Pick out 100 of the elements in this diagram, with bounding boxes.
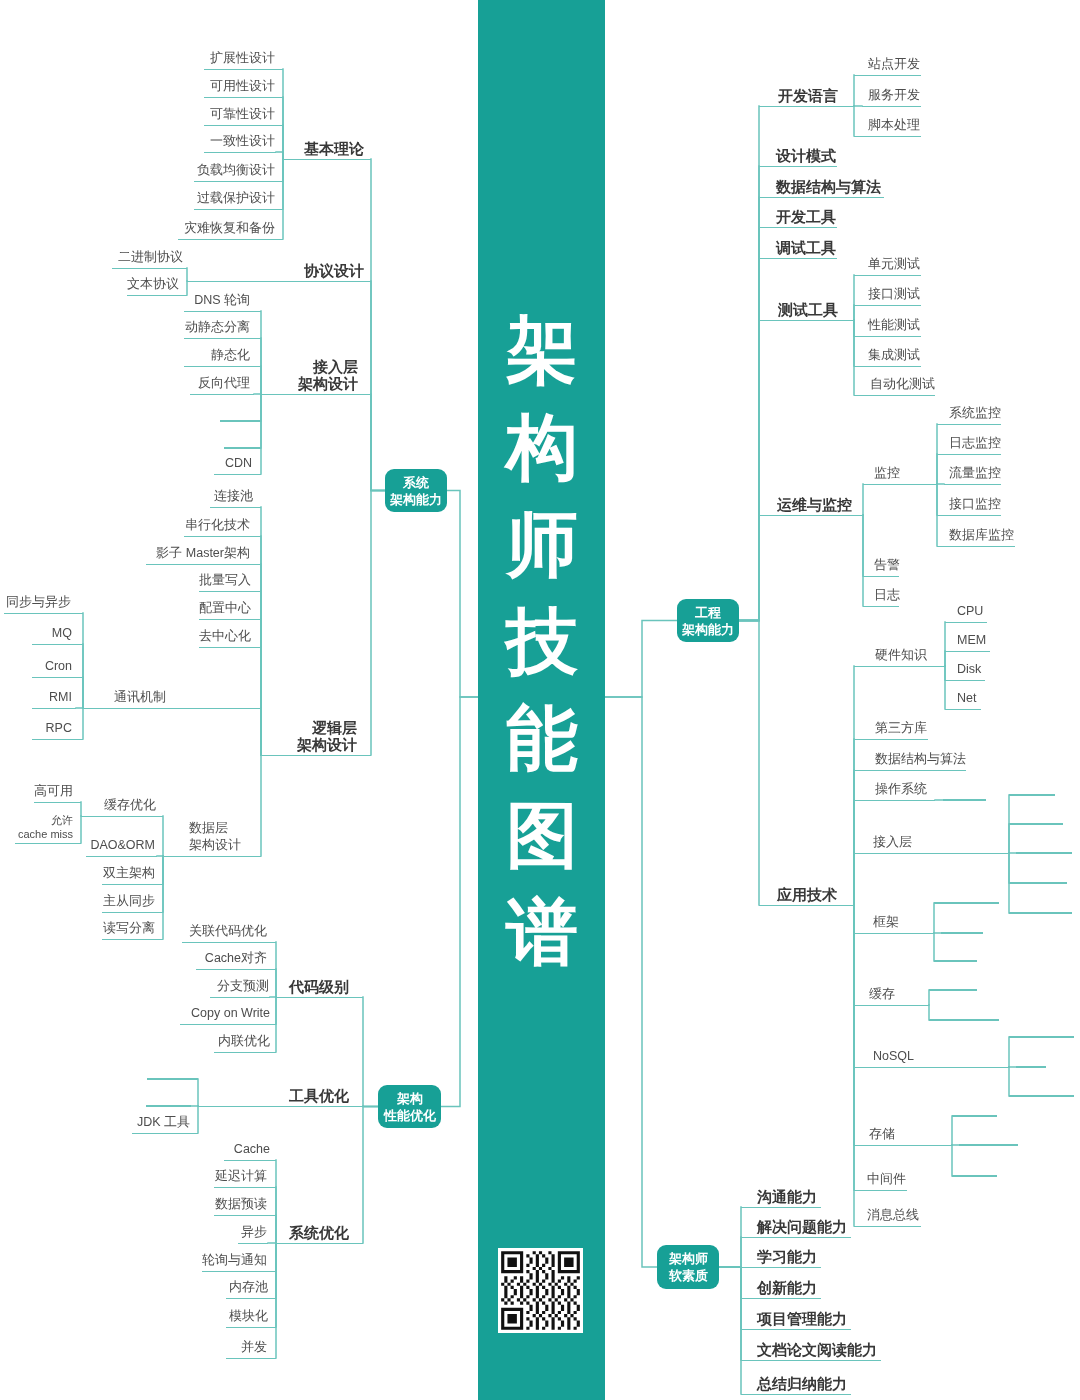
subtopic-label: 灾难恢复和备份 bbox=[178, 219, 283, 240]
subtopic-label: NoSQL bbox=[854, 1047, 1009, 1068]
connector-line bbox=[1008, 1036, 1010, 1068]
subtopic-label: 去中心化 bbox=[199, 627, 261, 648]
subtopic-label: 同步与异步 bbox=[4, 593, 83, 614]
subtopic-label: 站点开发 bbox=[854, 55, 921, 76]
topic-label: 工具优化 bbox=[198, 1086, 363, 1107]
title-text: 架构师技能图谱 bbox=[503, 309, 579, 974]
connector-line bbox=[75, 707, 84, 709]
subtopic-label: 允许 cache miss bbox=[15, 812, 81, 844]
connector-line bbox=[853, 304, 855, 321]
connector-line bbox=[82, 707, 84, 740]
branch-line bbox=[934, 902, 999, 904]
subtopic-label: 缓存 bbox=[854, 985, 929, 1006]
branch-line bbox=[952, 1115, 997, 1117]
connector-line bbox=[260, 707, 262, 756]
subtopic-label: 扩展性设计 bbox=[204, 49, 283, 70]
branch-line bbox=[1009, 1095, 1074, 1097]
connector-line bbox=[275, 996, 277, 1053]
branch-line bbox=[929, 989, 977, 991]
connector-line bbox=[253, 393, 262, 395]
topic-box: 工程架构能力 bbox=[677, 599, 739, 642]
branch-line bbox=[943, 799, 986, 801]
connector-line bbox=[260, 365, 262, 395]
subtopic-label: RMI bbox=[32, 688, 76, 709]
topic-label: 沟通能力 bbox=[741, 1187, 821, 1208]
topic-label: 设计模式 bbox=[759, 146, 837, 167]
connector-line bbox=[944, 665, 946, 710]
connector-line bbox=[853, 319, 855, 396]
connector-line bbox=[186, 280, 188, 296]
branch-line bbox=[959, 1144, 1018, 1146]
subtopic-label: 框架 bbox=[854, 913, 934, 934]
connector-line bbox=[80, 815, 82, 844]
branch-line bbox=[224, 447, 261, 449]
subtopic-label: DAO&ORM bbox=[86, 836, 157, 857]
branch-line bbox=[934, 960, 977, 962]
subtopic-label: 影子 Master架构 bbox=[146, 544, 261, 565]
subtopic-label: 脚本处理 bbox=[854, 116, 921, 137]
connector-line bbox=[933, 932, 942, 934]
topic-box: 架构性能优化 bbox=[378, 1085, 441, 1128]
branch-line bbox=[1009, 1036, 1074, 1038]
connector-line bbox=[928, 989, 930, 1006]
subtopic-label: 过载保护设计 bbox=[194, 189, 283, 210]
subtopic-label: 批量写入 bbox=[199, 571, 261, 592]
branch-line bbox=[1009, 912, 1072, 914]
subtopic-label: 消息总线 bbox=[854, 1206, 921, 1227]
connector-line bbox=[440, 696, 479, 1108]
subtopic-label: Disk bbox=[945, 660, 985, 681]
connector-line bbox=[862, 514, 864, 607]
subtopic-label: 静态化 bbox=[184, 346, 261, 367]
connector-line bbox=[162, 815, 164, 857]
subtopic-label: Cron bbox=[32, 657, 83, 678]
connector-line bbox=[951, 1144, 960, 1146]
subtopic-label: 关联代码优化 bbox=[182, 922, 276, 943]
branch-line bbox=[1016, 1066, 1046, 1068]
subtopic-label: Cache对齐 bbox=[196, 949, 276, 970]
connector-line bbox=[186, 267, 188, 282]
connector-line bbox=[933, 902, 935, 934]
subtopic-label: 可用性设计 bbox=[204, 77, 283, 98]
subtopic-label: 操作系统 bbox=[854, 780, 935, 801]
subtopic-label: MQ bbox=[32, 624, 83, 645]
subtopic-label: 接口监控 bbox=[937, 495, 1001, 516]
connector-line bbox=[1008, 852, 1010, 914]
subtopic-label: 数据层架构设计 bbox=[163, 819, 261, 857]
subtopic-label: 双主架构 bbox=[102, 864, 163, 885]
topic-label: 协议设计 bbox=[187, 261, 371, 282]
branch-line bbox=[1016, 852, 1072, 854]
subtopic-label: Copy on Write bbox=[180, 1004, 276, 1025]
connector-line bbox=[197, 1078, 199, 1107]
connector-line bbox=[370, 489, 386, 756]
connector-line bbox=[282, 158, 284, 240]
subtopic-label: 一致性设计 bbox=[204, 132, 276, 153]
branch-line bbox=[1009, 794, 1055, 796]
subtopic-label: 服务开发 bbox=[862, 86, 921, 107]
topic-box: 系统架构能力 bbox=[385, 469, 447, 512]
connector-line bbox=[862, 483, 864, 516]
connector-line bbox=[951, 1144, 953, 1177]
subtopic-label: RPC bbox=[32, 719, 83, 740]
connector-line bbox=[944, 650, 946, 667]
subtopic-label: 内存池 bbox=[226, 1278, 276, 1299]
connector-line bbox=[1008, 852, 1017, 854]
subtopic-label: 并发 bbox=[226, 1338, 276, 1359]
connector-line bbox=[275, 1214, 277, 1244]
subtopic-label: 硬件知识 bbox=[854, 646, 945, 667]
connector-line bbox=[1008, 1066, 1010, 1097]
connector-line bbox=[718, 1266, 742, 1395]
connector-line bbox=[934, 799, 944, 801]
subtopic-label: 通讯机制 bbox=[83, 688, 261, 709]
connector-line bbox=[933, 932, 935, 962]
branch-line bbox=[941, 932, 983, 934]
subtopic-label: 中间件 bbox=[854, 1170, 907, 1191]
branch-line bbox=[1009, 882, 1067, 884]
topic-label: 应用技术 bbox=[759, 885, 854, 906]
subtopic-label: 监控 bbox=[863, 464, 937, 485]
topic-label: 系统优化 bbox=[276, 1223, 363, 1244]
connector-line bbox=[738, 619, 760, 906]
connector-line bbox=[82, 676, 84, 709]
subtopic-label: 读写分离 bbox=[102, 919, 163, 940]
connector-line bbox=[156, 855, 164, 857]
subtopic-label: Cache bbox=[224, 1140, 276, 1161]
